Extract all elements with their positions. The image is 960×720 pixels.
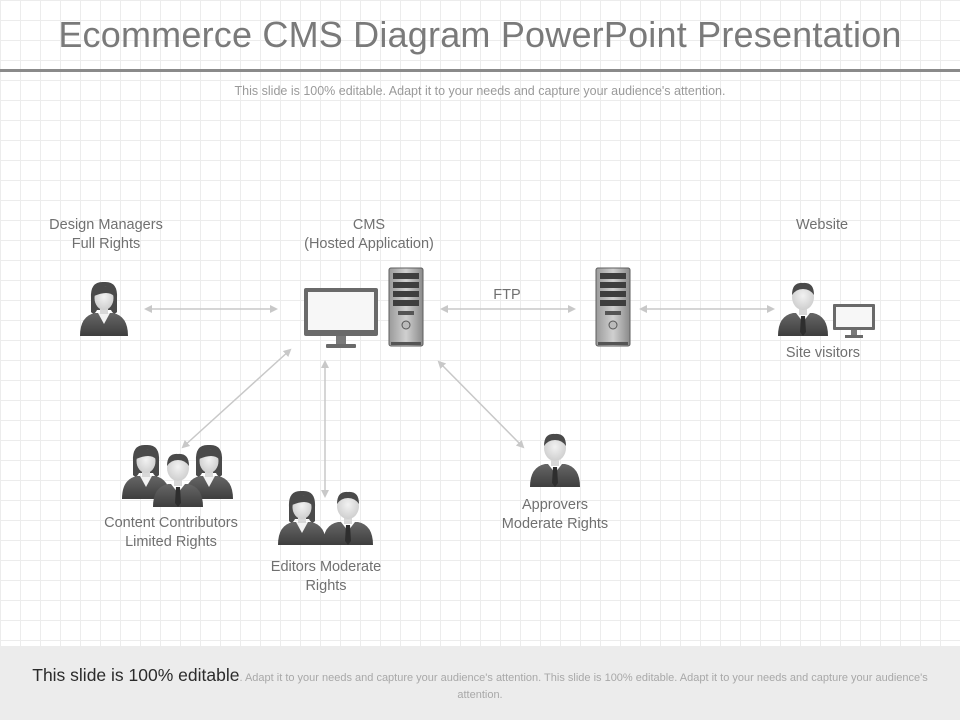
site-visitors-label: Site visitors xyxy=(785,345,861,361)
server-icon xyxy=(388,267,424,347)
editors-title: Editors Moderate xyxy=(270,559,382,575)
small-monitor-icon xyxy=(833,304,875,338)
editors-label: Editors Moderate Rights xyxy=(246,558,406,596)
arrow-cms-contributors xyxy=(181,348,292,449)
approvers-rights: Moderate Rights xyxy=(501,516,609,532)
ftp-server-icon xyxy=(595,267,631,347)
website-label: Website xyxy=(795,217,849,233)
design-managers-label: Design Managers Full Rights xyxy=(26,216,186,254)
approver-icon xyxy=(530,433,580,487)
monitor-icon xyxy=(304,288,378,348)
editors-rights: Rights xyxy=(305,578,347,594)
slide-subtitle: This slide is 100% editable. Adapt it to… xyxy=(234,84,726,98)
design-managers-title: Design Managers xyxy=(49,217,163,233)
title-divider xyxy=(0,69,960,72)
footer-rest: . Adapt it to your needs and capture you… xyxy=(239,672,928,701)
slide-title: Ecommerce CMS Diagram PowerPoint Present… xyxy=(58,14,902,55)
footer-band xyxy=(0,646,960,720)
approvers-title: Approvers xyxy=(521,497,589,513)
design-managers-rights: Full Rights xyxy=(71,236,141,252)
cms-title: CMS xyxy=(352,217,386,233)
businessman-icon xyxy=(778,282,828,336)
content-contributors-label: Content Contributors Limited Rights xyxy=(86,514,256,552)
cms-diagram xyxy=(80,267,875,545)
team-of-three-icon xyxy=(122,444,233,507)
ftp-label: FTP xyxy=(493,287,521,303)
content-contributors-title: Content Contributors xyxy=(104,515,238,531)
arrow-cms-approvers xyxy=(437,360,525,449)
cms-subtitle: (Hosted Application) xyxy=(304,236,434,252)
approvers-label: Approvers Moderate Rights xyxy=(475,496,635,534)
footer-text: This slide is 100% editable. Adapt it to… xyxy=(20,665,940,703)
content-contributors-rights: Limited Rights xyxy=(125,534,217,550)
cms-label: CMS (Hosted Application) xyxy=(279,216,459,254)
footer-lead: This slide is 100% editable xyxy=(32,665,240,685)
businesswoman-icon xyxy=(80,281,128,336)
team-of-two-icon xyxy=(278,490,373,545)
